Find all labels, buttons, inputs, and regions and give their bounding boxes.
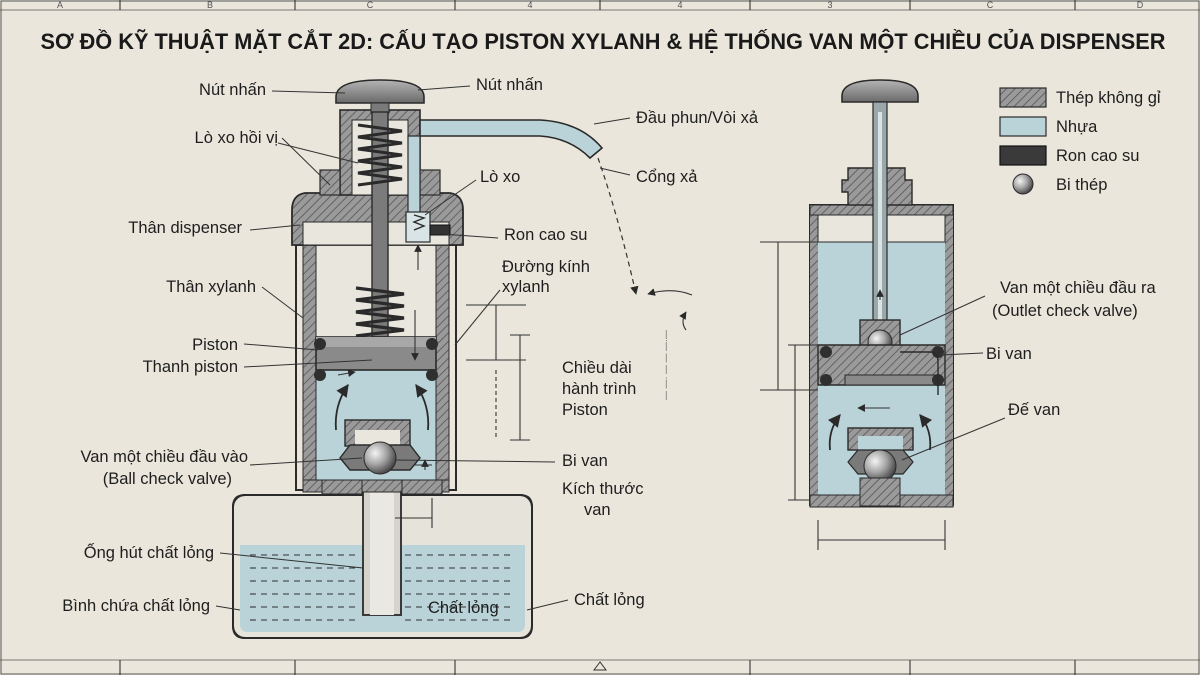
label-spring: Lò xo [480,168,520,186]
label-valve-size: Kích thước [562,480,643,498]
label-ball-valve-right: Bi van [986,345,1032,363]
label-inlet-valve-2: (Ball check valve) [103,470,232,488]
push-button [335,79,425,114]
label-cylinder-body: Thân xylanh [166,278,256,296]
zone-marker: D [1137,0,1144,10]
label-piston: Piston [192,336,238,354]
return-spring [357,123,403,187]
zone-marker: 4 [677,0,682,10]
zone-marker: 4 [527,0,532,10]
zone-markers: A B C 4 4 3 C D [57,0,1144,10]
ball-icon [363,441,397,475]
legend-label: Nhựa [1056,118,1098,136]
label-reservoir: Bình chứa chất lỏng [62,597,210,615]
ball-icon [863,449,897,483]
label-inlet-valve: Van một chiều đầu vào [80,448,248,466]
label-return-spring: Lò xo hồi vị [195,129,278,147]
label-rubber-seal: Ron cao su [504,226,587,244]
piston-disc [314,336,438,381]
inlet-check-valve [321,419,443,495]
label-liquid-inside: Chất lỏng [428,599,499,617]
discharge-nozzle [405,119,604,243]
label-stroke-length: Chiều dài [562,359,632,377]
label-nozzle: Đầu phun/Vòi xả [636,109,759,127]
leader-lines-right [899,295,1006,461]
label-stroke-length-2: hành trình [562,380,636,398]
legend-swatch-ball-icon [1012,173,1034,195]
label-outlet-valve-2: (Outlet check valve) [992,302,1138,320]
labels-left: Nút nhấn Nút nhấn Lò xo hồi vị Đầu phun/… [62,76,759,617]
label-liquid: Chất lỏng [574,591,645,609]
legend-label: Ron cao su [1056,147,1139,165]
zone-marker: 3 [827,0,832,10]
piston-spring [355,286,405,338]
label-valve-size-2: van [584,501,611,519]
label-push-button: Nút nhấn [199,81,266,99]
label-push-button-right: Nút nhấn [476,76,543,94]
right-cross-section [760,79,954,550]
label-stroke-length-3: Piston [562,401,608,419]
zone-marker: C [987,0,994,10]
legend-label: Thép không gỉ [1056,89,1161,107]
label-bore-diameter-2: xylanh [502,278,550,296]
label-valve-seat: Đế van [1008,401,1060,419]
flow-arrows: —·— — — ·— — [334,157,693,470]
label-dispenser-body: Thân dispenser [128,219,242,237]
left-cross-section: —·— — — ·— — [232,79,693,639]
legend-swatch-steel [999,87,1047,108]
diagram-title: SƠ ĐỒ KỸ THUẬT MẶT CẮT 2D: CẤU TẠO PISTO… [41,28,1166,54]
leader-lines-left [215,85,631,611]
svg-text:—·— — — ·— —: —·— — — ·— — [662,330,672,400]
label-outlet-port: Cổng xả [636,168,698,186]
label-bore-diameter: Đường kính [502,258,590,276]
label-ball-valve: Bi van [562,452,608,470]
legend-label: Bi thép [1056,176,1107,194]
legend-swatch-rubber [999,145,1047,166]
legend: Thép không gỉ Nhựa Ron cao su Bi thép [999,87,1161,195]
zone-marker: A [57,0,63,10]
dimension-lines [395,304,530,528]
label-outlet-valve: Van một chiều đầu ra [1000,279,1156,297]
label-piston-rod: Thanh piston [143,358,238,376]
legend-swatch-plastic [999,116,1047,137]
right-inlet-valve [847,427,914,507]
zone-marker: B [207,0,213,10]
zone-marker: C [367,0,374,10]
labels-right: Van một chiều đầu ra (Outlet check valve… [986,279,1156,419]
suction-tube [362,469,402,616]
label-suction-tube: Ống hút chất lỏng [84,542,214,562]
